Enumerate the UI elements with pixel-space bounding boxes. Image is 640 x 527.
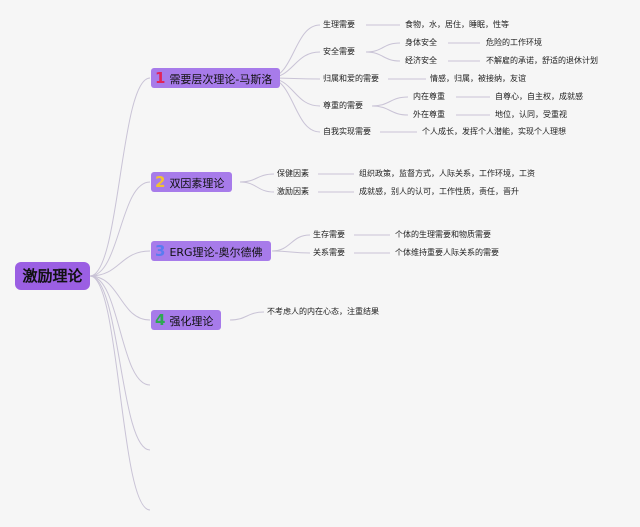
b1-item-5-detail[interactable]: 个人成长，发挥个人潜能，实现个人理想 xyxy=(422,127,566,136)
b1-item-2-sub-1-label[interactable]: 身体安全 xyxy=(405,38,437,47)
branch-3-number: 3 xyxy=(155,242,166,260)
root-link-7 xyxy=(89,275,151,511)
root-link-5 xyxy=(89,275,151,386)
b1-item-1-detail[interactable]: 食物，水，居住，睡眠，性等 xyxy=(405,20,509,29)
b1-item-2-sub-2-label[interactable]: 经济安全 xyxy=(405,56,437,65)
b2-link-2 xyxy=(239,181,275,193)
b1-item-4-sub-1-detail[interactable]: 自尊心，自主权，成就感 xyxy=(495,92,583,101)
root-link-2 xyxy=(89,181,151,277)
branch-3-title: ERG理论-奥尔德佛 xyxy=(169,246,263,259)
root-label: 激励理论 xyxy=(22,267,83,285)
branch-4-number: 4 xyxy=(155,311,166,329)
b2-item-1-label[interactable]: 保健因素 xyxy=(277,169,309,178)
branch-2-number: 2 xyxy=(155,173,166,191)
b3-item-2-label[interactable]: 关系需要 xyxy=(313,248,345,257)
b1-item-4-label[interactable]: 尊重的需要 xyxy=(323,101,363,110)
b1-item-2-sub-1-detail[interactable]: 危险的工作环境 xyxy=(486,38,542,47)
b1-item-4-sub-1-label[interactable]: 内在尊重 xyxy=(413,92,445,101)
b1-item-5-label[interactable]: 自我实现需要 xyxy=(323,127,371,136)
root-link-6 xyxy=(89,275,151,451)
b4-link-1 xyxy=(229,311,265,321)
b2-item-2-detail[interactable]: 成就感，别人的认可，工作性质，责任，晋升 xyxy=(359,187,519,196)
branch-1-title: 需要层次理论-马斯洛 xyxy=(169,73,273,86)
b2-link-1 xyxy=(239,173,275,183)
b3-item-1-label[interactable]: 生存需要 xyxy=(313,230,345,239)
b2-item-1-detail[interactable]: 组织政策，监督方式，人际关系，工作环境，工资 xyxy=(359,169,535,178)
branch-2-title: 双因素理论 xyxy=(169,177,225,190)
b1-sub-link-4 xyxy=(371,105,409,116)
b1-sub-link-1 xyxy=(365,42,401,53)
b1-item-4-sub-2-label[interactable]: 外在尊重 xyxy=(413,110,445,119)
b2-item-2-label[interactable]: 激励因素 xyxy=(277,187,309,196)
b3-item-1-detail[interactable]: 个体的生理需要和物质需要 xyxy=(395,230,491,239)
root-link-4 xyxy=(89,275,151,321)
b1-item-2-sub-2-detail[interactable]: 不解雇的承诺，舒适的退休计划 xyxy=(486,56,598,65)
b1-sub-link-2 xyxy=(365,51,401,62)
root-link-1 xyxy=(89,77,151,277)
branch-4-title: 强化理论 xyxy=(169,315,214,328)
b1-item-3-detail[interactable]: 情感，归属，被接纳，友谊 xyxy=(430,74,526,83)
b3-link-1 xyxy=(271,234,311,252)
root-node[interactable]: 激励理论 xyxy=(15,262,90,290)
root-link-3 xyxy=(89,250,151,277)
b4-item-1-label[interactable]: 不考虑人的内在心态，注重结果 xyxy=(267,307,379,316)
b3-item-2-detail[interactable]: 个体维持重要人际关系的需要 xyxy=(395,248,499,257)
b3-link-2 xyxy=(271,250,311,254)
b1-item-2-label[interactable]: 安全需要 xyxy=(323,47,355,56)
b1-sub-link-3 xyxy=(371,96,409,107)
b1-item-4-sub-2-detail[interactable]: 地位，认同，受重视 xyxy=(495,110,567,119)
b1-item-3-label[interactable]: 归属和爱的需要 xyxy=(323,74,379,83)
branch-1-number: 1 xyxy=(155,69,166,87)
b1-item-1-label[interactable]: 生理需要 xyxy=(323,20,355,29)
